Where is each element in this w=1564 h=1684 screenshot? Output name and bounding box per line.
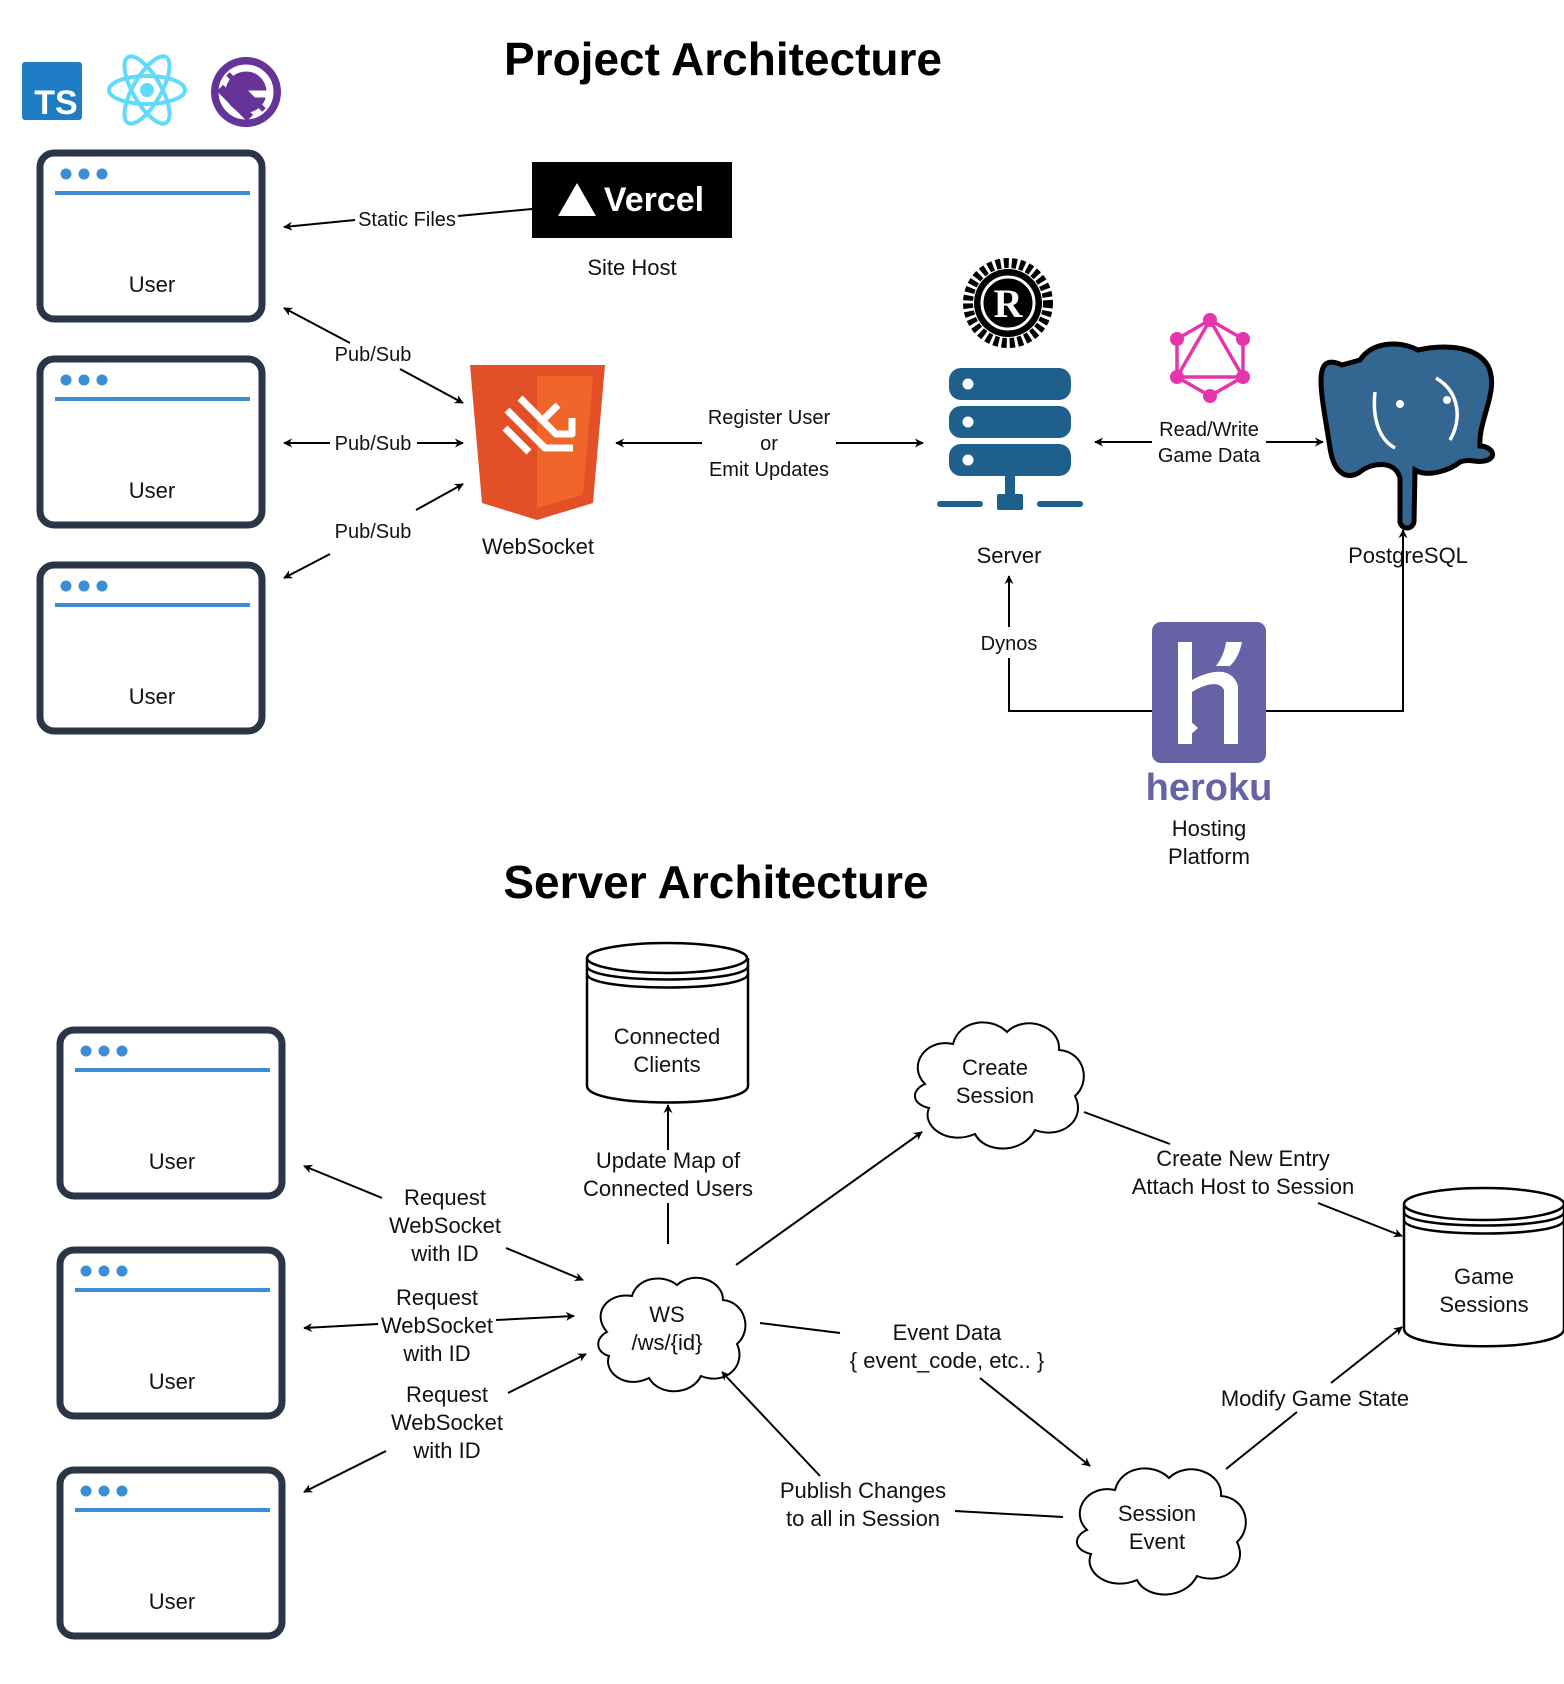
edge-update-map: Update Map of Connected Users (583, 1104, 753, 1244)
user-browser-2: User (36, 355, 266, 529)
heroku-logo: heroku (1146, 622, 1273, 809)
project-architecture-title: Project Architecture (504, 33, 942, 85)
edge-label: Create New Entry (1156, 1146, 1330, 1171)
edge-request-3: Request WebSocket with ID (303, 1353, 587, 1493)
edge-modify-game-state: Modify Game State (1221, 1326, 1409, 1470)
websocket-icon (470, 365, 605, 520)
heroku-logo-text: heroku (1146, 767, 1273, 809)
edge-label: Update Map of (596, 1148, 741, 1173)
edge-label: Modify Game State (1221, 1386, 1409, 1411)
db-label: Game (1454, 1264, 1514, 1289)
user-label: User (149, 1369, 195, 1394)
game-sessions-db: Game Sessions (1402, 1186, 1564, 1348)
cloud-label: Session (956, 1083, 1034, 1108)
edge-label: with ID (402, 1341, 470, 1366)
connected-clients-db: Connected Clients (585, 941, 750, 1104)
edge-label: Emit Updates (709, 459, 829, 481)
edge-pubsub-2: Pub/Sub (283, 433, 464, 455)
session-event-cloud: Session Event (1076, 1467, 1247, 1596)
server-architecture-title: Server Architecture (503, 856, 928, 908)
cloud-label: Create (962, 1055, 1028, 1080)
postgresql-logo (1318, 341, 1495, 531)
edge-pubsub-3: Pub/Sub (283, 483, 464, 579)
edge-label: Pub/Sub (335, 521, 412, 543)
cloud-label: /ws/{id} (632, 1330, 703, 1355)
edge-request-2: Request WebSocket with ID (303, 1285, 575, 1366)
rust-logo: R (963, 258, 1053, 348)
edge-static-files: Static Files (283, 208, 533, 231)
user-label: User (149, 1589, 195, 1614)
edge-label: Publish Changes (780, 1478, 946, 1503)
edge-pubsub-1: Pub/Sub (283, 307, 464, 404)
edge-label: Static Files (358, 209, 456, 231)
gatsby-logo (211, 57, 281, 127)
rust-logo-text: R (994, 281, 1024, 326)
user-label: User (129, 684, 175, 709)
db-label: Clients (633, 1052, 700, 1077)
edge-label: WebSocket (381, 1313, 493, 1338)
cloud-label: Session (1118, 1501, 1196, 1526)
postgresql-label: PostgreSQL (1348, 543, 1468, 568)
typescript-logo: TS (22, 62, 82, 122)
edge-request-1: Request WebSocket with ID (303, 1164, 584, 1282)
user-browser-6: User (56, 1466, 286, 1640)
db-label: Sessions (1439, 1292, 1528, 1317)
edge-label: to all in Session (786, 1506, 940, 1531)
ws-endpoint-cloud: WS /ws/{id} (597, 1276, 747, 1393)
react-logo (107, 54, 187, 126)
graphql-logo (1170, 313, 1250, 403)
edge-label: Request (404, 1185, 486, 1210)
hosting-label: Hosting (1172, 816, 1247, 841)
edge-label: with ID (410, 1241, 478, 1266)
edge-label: Dynos (981, 633, 1038, 655)
user-browser-1: User (36, 149, 266, 323)
edge-label: Read/Write (1159, 419, 1259, 441)
edge-ws-to-create-session (735, 1131, 923, 1266)
edge-read-write: Read/Write Game Data (1094, 419, 1324, 467)
edge-label: { event_code, etc.. } (850, 1348, 1044, 1373)
user-browser-3: User (36, 561, 266, 735)
edge-label: Request (406, 1382, 488, 1407)
user-label: User (129, 272, 175, 297)
edge-label: Pub/Sub (335, 344, 412, 366)
edge-label: Event Data (893, 1320, 1003, 1345)
edge-event-data: Event Data { event_code, etc.. } (759, 1320, 1091, 1467)
edge-label: Attach Host to Session (1132, 1174, 1355, 1199)
edge-label: or (760, 433, 778, 455)
create-session-cloud: Create Session (914, 1021, 1085, 1150)
server-label: Server (977, 543, 1042, 568)
edge-label: Game Data (1158, 445, 1261, 467)
edge-register-user: Register User or Emit Updates (615, 407, 924, 481)
edge-heroku-postgres (1266, 529, 1408, 712)
user-label: User (129, 478, 175, 503)
server-icon (937, 368, 1083, 510)
user-browser-5: User (56, 1246, 286, 1420)
edge-label: Connected Users (583, 1176, 753, 1201)
user-browser-4: User (56, 1026, 286, 1200)
edge-label: with ID (412, 1438, 480, 1463)
vercel-logo: Vercel (532, 162, 732, 238)
edge-label: Pub/Sub (335, 433, 412, 455)
edge-label: WebSocket (389, 1213, 501, 1238)
cloud-label: WS (649, 1302, 684, 1327)
edge-label: WebSocket (391, 1410, 503, 1435)
edge-label: Request (396, 1285, 478, 1310)
websocket-label: WebSocket (482, 534, 594, 559)
cloud-label: Event (1129, 1529, 1185, 1554)
typescript-logo-text: TS (34, 84, 77, 122)
site-host-label: Site Host (587, 255, 676, 280)
hosting-label: Platform (1168, 844, 1250, 869)
edge-label: Register User (708, 407, 831, 429)
edge-create-new-entry: Create New Entry Attach Host to Session (1083, 1111, 1403, 1238)
edge-dynos: Dynos (981, 575, 1152, 712)
db-label: Connected (614, 1024, 720, 1049)
vercel-logo-text: Vercel (604, 181, 704, 219)
user-label: User (149, 1149, 195, 1174)
edge-publish-changes: Publish Changes to all in Session (721, 1371, 1064, 1531)
